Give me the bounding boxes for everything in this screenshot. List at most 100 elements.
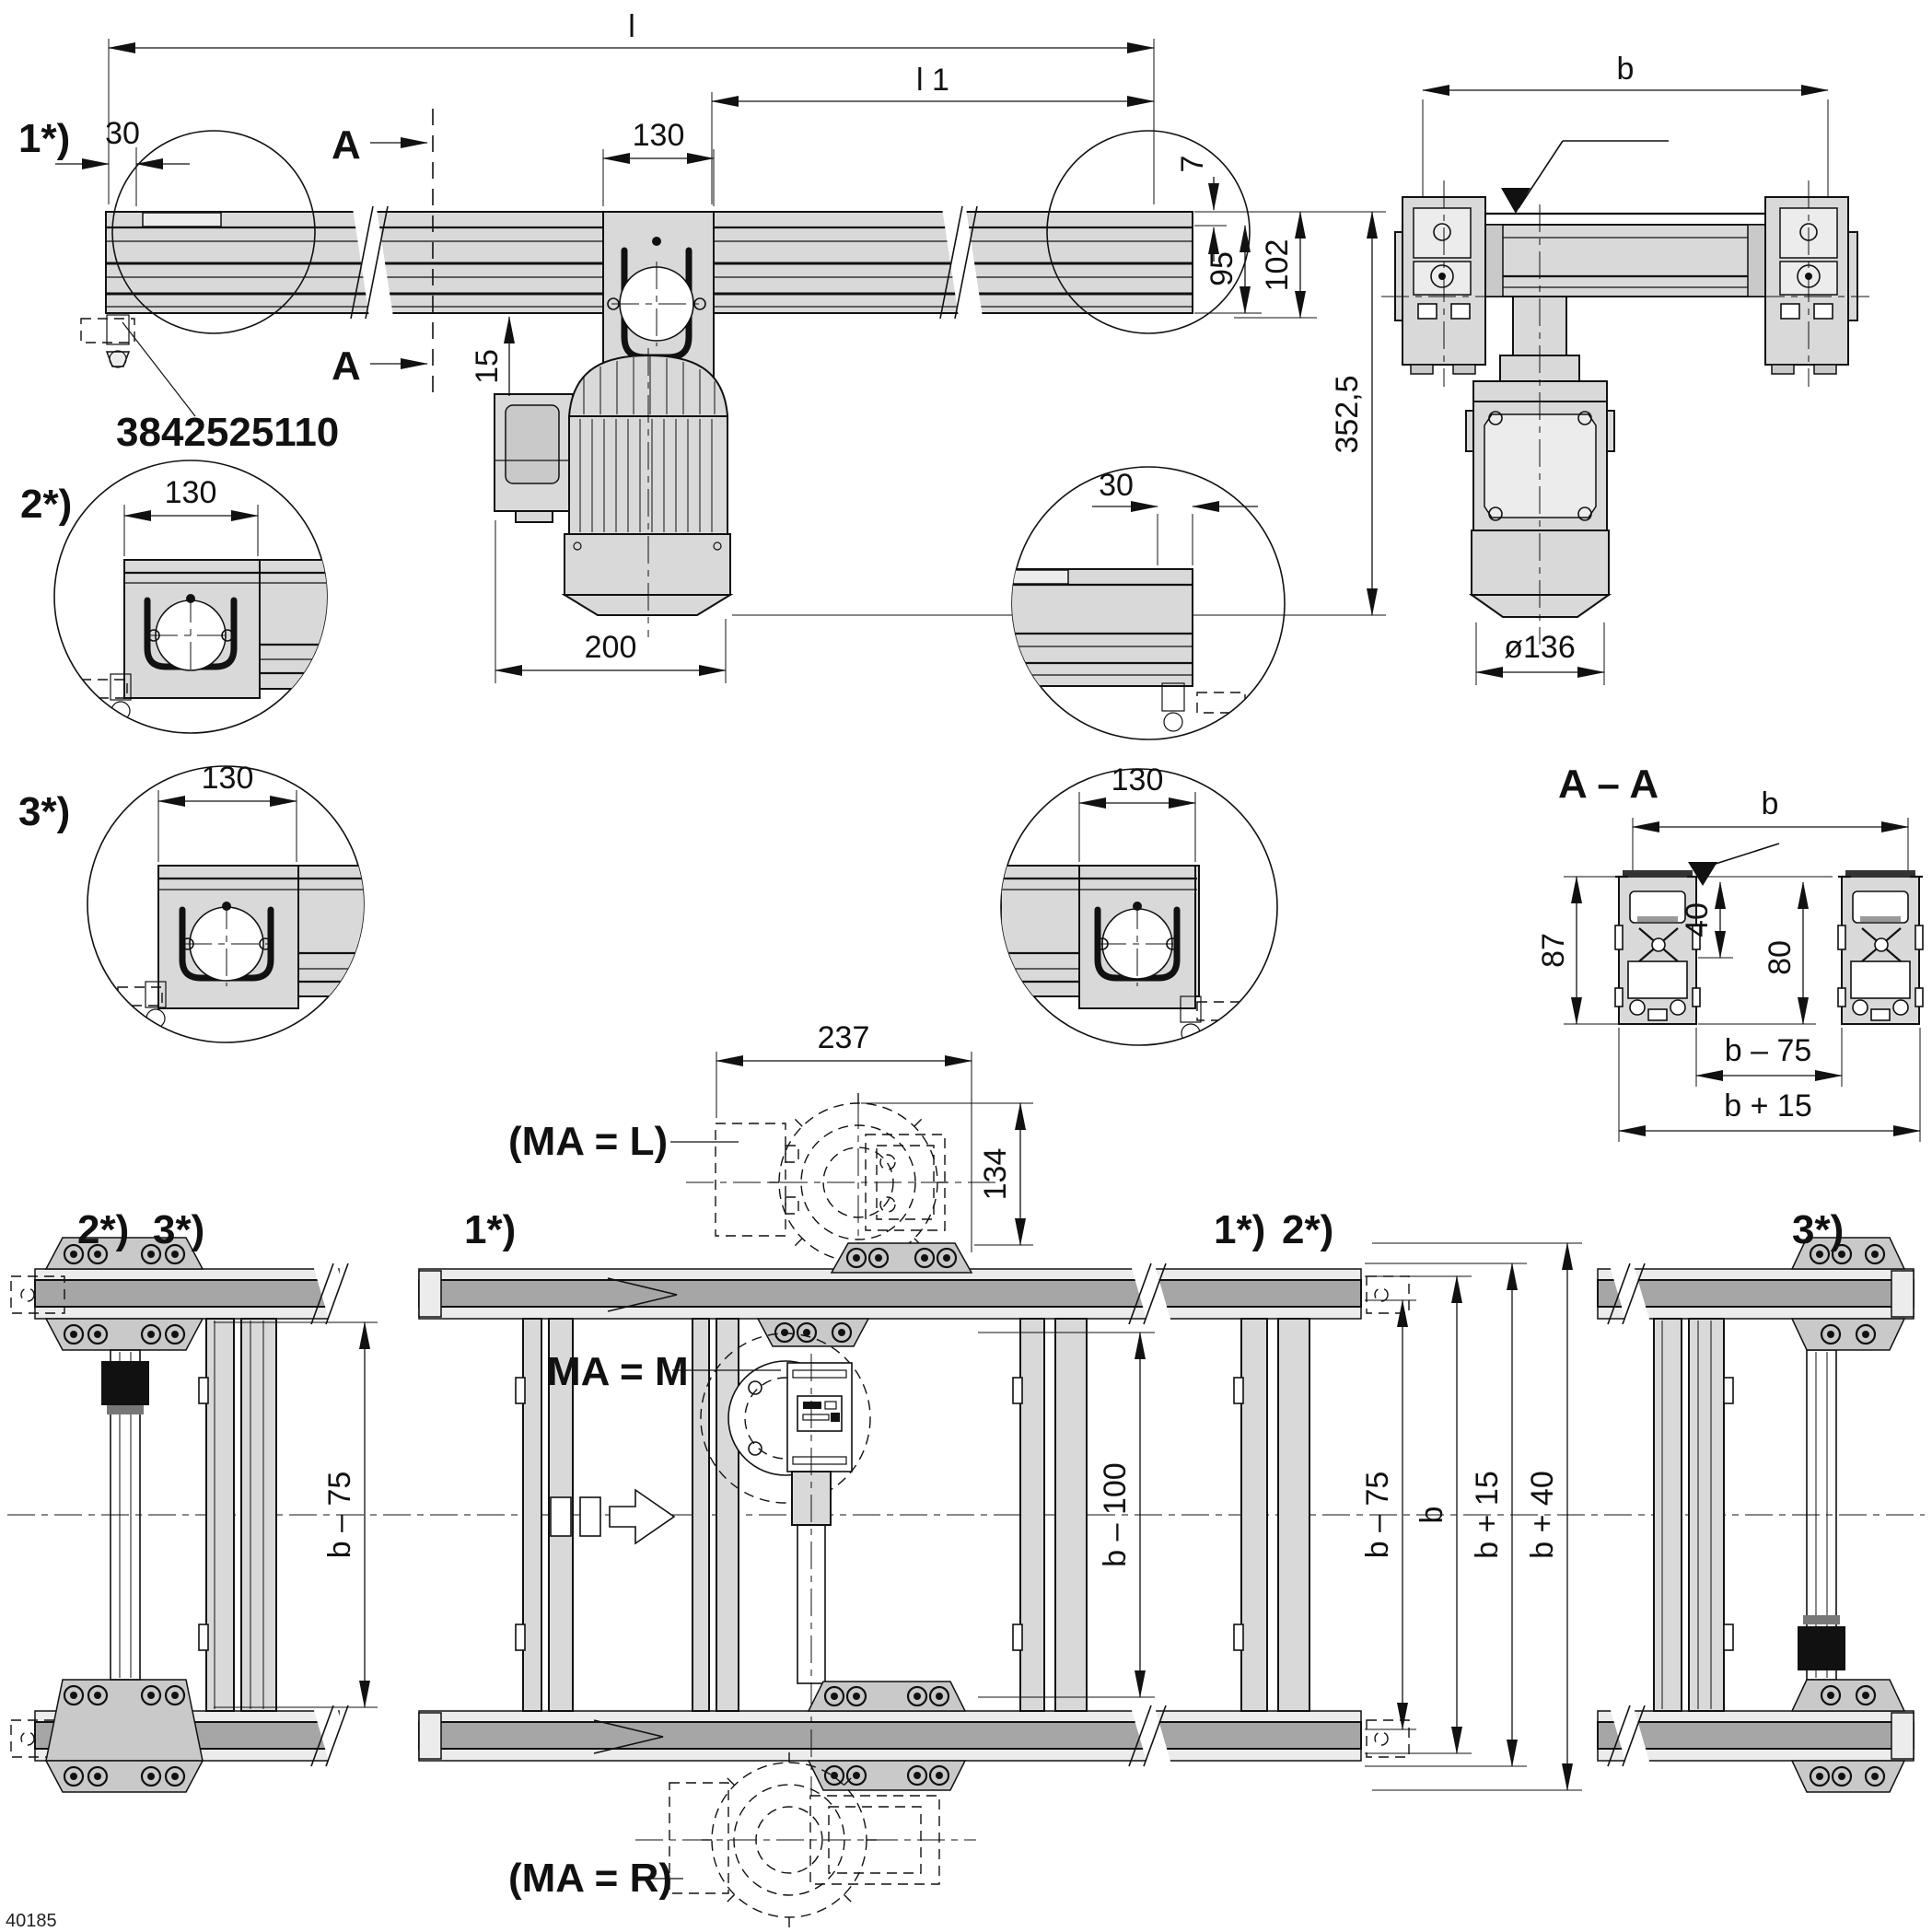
dim-b75-left: b – 75 bbox=[214, 1321, 378, 1708]
ma-m-label: MA = M bbox=[547, 1349, 689, 1394]
section-aa-dim-87-text: 87 bbox=[1536, 933, 1571, 968]
plan-view: (MA = L) 237 134 bbox=[7, 1020, 1925, 1928]
plan-label-far-right-3: 3*) bbox=[1792, 1207, 1844, 1252]
detail-3-dim-130-text: 130 bbox=[202, 761, 254, 796]
section-letter-top: A bbox=[332, 122, 361, 168]
dim-b15-plan-text: b + 15 bbox=[1470, 1471, 1505, 1558]
detail-right-top-content bbox=[1012, 568, 1246, 732]
right-leg-set bbox=[1653, 1237, 1906, 1793]
dim-15: 15 bbox=[470, 316, 515, 396]
dim-7-text: 7 bbox=[1175, 156, 1210, 173]
dim-30-left-text: 30 bbox=[105, 116, 140, 151]
flow-direction-arrow bbox=[550, 1488, 676, 1545]
dim-b40-plan-text: b + 40 bbox=[1525, 1471, 1560, 1558]
ma-r-label: (MA = R) bbox=[508, 1856, 672, 1901]
section-aa-dim-b-text: b bbox=[1762, 786, 1779, 821]
dim-l1: l 1 bbox=[711, 63, 1155, 204]
detail-1-label: 1*) bbox=[18, 116, 70, 161]
dim-l-text: l bbox=[628, 9, 635, 44]
detail-right-top-dim-30: 30 bbox=[1092, 468, 1258, 565]
beam-end-foot-left bbox=[80, 314, 135, 368]
plan-label-left-3: 3*) bbox=[153, 1207, 204, 1252]
dim-130-center: 130 bbox=[602, 118, 715, 206]
section-aa-dim-80: 80 bbox=[1698, 881, 1816, 1025]
detail-right-bottom: 130 bbox=[1000, 762, 1278, 1046]
plan-label-right-2: 2*) bbox=[1282, 1207, 1333, 1252]
dim-l: l bbox=[108, 9, 1155, 204]
detail-3-content bbox=[117, 865, 364, 1029]
detail-right-bottom-content bbox=[1001, 865, 1242, 1043]
detail-2-dim-130-text: 130 bbox=[165, 475, 217, 510]
end-view-dim-b: b bbox=[1422, 52, 1829, 210]
end-view: b bbox=[1381, 52, 1869, 685]
dim-30-left: 30 bbox=[55, 116, 190, 206]
dim-b40-plan: b + 40 bbox=[1372, 1242, 1582, 1791]
detail-2-content bbox=[80, 559, 327, 721]
part-number-text: 3842525110 bbox=[116, 410, 339, 455]
detail-2: 2*) 130 bbox=[20, 460, 328, 734]
dim-b15-plan: b + 15 bbox=[1365, 1263, 1527, 1767]
section-aa-title: A – A bbox=[1558, 762, 1658, 807]
dim-134-text: 134 bbox=[978, 1148, 1013, 1201]
drive-option-ma-l: (MA = L) bbox=[508, 1088, 999, 1276]
left-leg-set bbox=[44, 1237, 277, 1793]
section-aa-dim-40: 40 bbox=[1680, 881, 1733, 959]
ma-l-label: (MA = L) bbox=[508, 1119, 668, 1164]
center-leg-sets bbox=[515, 1318, 1310, 1712]
section-aa-dim-40-text: 40 bbox=[1680, 902, 1715, 937]
dim-b75-right-text: b – 75 bbox=[1360, 1472, 1395, 1559]
drive-option-ma-r: (MA = R) bbox=[508, 1748, 976, 1928]
dim-15-text: 15 bbox=[470, 349, 505, 384]
section-aa-dim-80-text: 80 bbox=[1763, 940, 1798, 975]
gear-unit-left bbox=[1394, 196, 1486, 375]
detail-circle-1 bbox=[111, 130, 316, 334]
cross-member bbox=[1402, 212, 1848, 297]
drive-mount-bracket bbox=[602, 211, 715, 383]
dim-b-plan-text: b bbox=[1414, 1507, 1449, 1524]
dim-l1-text: l 1 bbox=[916, 63, 949, 98]
plan-label-left-2: 2*) bbox=[77, 1207, 129, 1252]
dim-95: 95 bbox=[1194, 225, 1262, 314]
dim-134: 134 bbox=[861, 1102, 1033, 1246]
dim-352-5-text: 352,5 bbox=[1330, 375, 1365, 453]
figure-id: 40185 bbox=[6, 1911, 57, 1931]
section-aa: A – A b 87 40 80 b – 75 b + 15 bbox=[1536, 762, 1925, 1142]
dim-b75-right: b – 75 bbox=[1360, 1299, 1416, 1730]
section-cut-A: A A bbox=[332, 109, 434, 394]
detail-2-dim-130: 130 bbox=[123, 475, 259, 556]
detail-right-top-dim-text: 30 bbox=[1099, 468, 1134, 503]
dim-237: 237 bbox=[716, 1020, 972, 1252]
section-letter-bottom: A bbox=[332, 343, 361, 389]
surface-finish-mark bbox=[1501, 140, 1669, 214]
end-view-dim-b-text: b bbox=[1617, 52, 1635, 87]
detail-right-bottom-dim-text: 130 bbox=[1111, 762, 1164, 797]
dim-102: 102 bbox=[1234, 211, 1317, 319]
side-view: l l 1 130 30 A A 15 7 95 102 bbox=[18, 9, 1386, 683]
track-break-marks bbox=[310, 1263, 1650, 1767]
detail-2-label: 2*) bbox=[20, 482, 72, 527]
dim-102-text: 102 bbox=[1260, 239, 1295, 292]
drive-ma-m: MA = M bbox=[547, 1242, 973, 1796]
dim-b75-left-text: b – 75 bbox=[322, 1472, 357, 1559]
section-aa-dim-b: b bbox=[1632, 786, 1909, 870]
dim-b100-text: b – 100 bbox=[1098, 1462, 1133, 1566]
part-number-callout: 3842525110 bbox=[116, 321, 339, 455]
section-aa-dim-b15-text: b + 15 bbox=[1724, 1088, 1811, 1123]
gear-unit-right bbox=[1764, 196, 1858, 375]
detail-3-dim-130: 130 bbox=[157, 761, 297, 862]
section-aa-dim-87: 87 bbox=[1536, 876, 1621, 1025]
detail-right-top: 30 bbox=[1011, 466, 1286, 740]
section-aa-dim-b75-text: b – 75 bbox=[1725, 1033, 1812, 1068]
detail-3-label: 3*) bbox=[18, 789, 70, 834]
dim-diameter-text: ø136 bbox=[1504, 630, 1576, 665]
beam-break-marks bbox=[350, 205, 983, 320]
section-aa-dim-b15: b + 15 bbox=[1618, 1028, 1921, 1142]
plan-label-right-1: 1*) bbox=[1214, 1207, 1265, 1252]
dim-200-text: 200 bbox=[585, 630, 637, 665]
dim-diameter-136: ø136 bbox=[1475, 623, 1605, 685]
dim-200: 200 bbox=[495, 520, 727, 683]
plan-label-center-1: 1*) bbox=[464, 1207, 516, 1252]
dim-130-text: 130 bbox=[633, 118, 685, 153]
